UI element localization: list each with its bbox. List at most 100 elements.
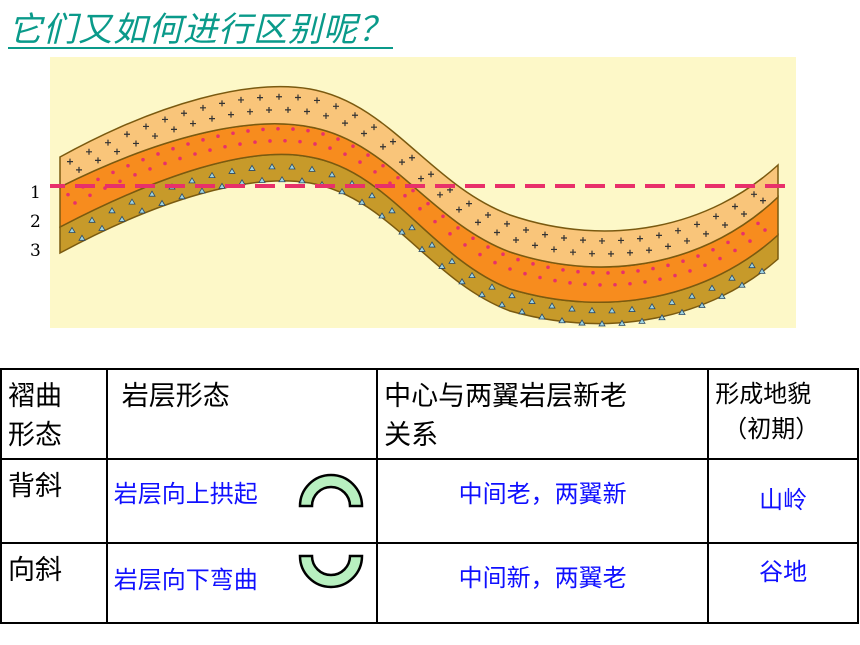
dot-mark — [178, 156, 182, 161]
dot-mark — [118, 179, 122, 184]
plus-mark — [741, 211, 747, 218]
triangle-mark — [338, 188, 346, 195]
triangle-mark — [248, 164, 256, 171]
dot-mark — [441, 214, 445, 219]
dot-mark — [448, 232, 452, 236]
plus-mark — [608, 250, 614, 257]
table-header-row: 褶曲形态 岩层形态 中心与两翼岩层新老关系 形成地貌（初期） — [0, 368, 859, 460]
plus-mark — [675, 227, 681, 234]
plus-mark — [570, 249, 576, 256]
triangle-mark — [698, 301, 706, 308]
plus-mark — [67, 158, 73, 165]
dot-mark — [651, 266, 655, 271]
triangle-mark — [288, 163, 296, 170]
dot-mark — [246, 129, 250, 133]
plus-mark — [390, 138, 396, 145]
plus-mark — [162, 116, 168, 123]
plus-mark — [760, 197, 766, 204]
plus-mark — [703, 230, 709, 237]
plus-mark — [523, 226, 529, 233]
triangle-mark — [668, 298, 676, 305]
plus-mark — [466, 200, 472, 207]
plus-mark — [266, 107, 272, 114]
dot-mark — [261, 127, 265, 132]
triangle-mark — [488, 283, 496, 290]
landform-anticline: 山岭 — [707, 458, 859, 544]
top-layer-plus-marks — [67, 93, 766, 257]
triangle-mark — [208, 171, 216, 178]
triangle-mark — [448, 257, 456, 264]
triangle-mark — [628, 305, 636, 312]
dot-mark — [381, 163, 385, 168]
relation-anticline: 中间老，两翼新 — [376, 458, 710, 544]
triangle-mark — [368, 192, 376, 199]
plus-mark — [589, 250, 595, 257]
dot-mark — [576, 269, 580, 274]
plus-mark — [551, 246, 557, 253]
triangle-mark — [528, 297, 536, 304]
dot-mark — [201, 138, 205, 142]
dot-mark — [403, 193, 407, 198]
triangle-mark — [258, 176, 266, 183]
shape-text: 岩层向下弯曲 — [113, 566, 258, 594]
triangle-mark — [188, 177, 196, 184]
triangle-mark — [218, 182, 226, 189]
dot-mark — [748, 239, 752, 243]
triangle-mark — [548, 302, 556, 309]
plus-mark — [152, 133, 158, 140]
dot-mark — [163, 161, 167, 166]
dot-mark — [711, 248, 715, 252]
layer-top — [59, 86, 779, 268]
dot-mark — [643, 280, 647, 284]
arch-up-icon — [298, 473, 364, 508]
plus-mark — [504, 220, 510, 227]
dot-mark — [538, 275, 542, 280]
triangle-mark — [268, 163, 276, 170]
dot-mark — [148, 167, 152, 171]
dot-mark — [396, 175, 400, 180]
dot-mark — [321, 132, 325, 136]
dot-mark — [598, 283, 602, 287]
dot-mark — [546, 265, 550, 270]
layer-label-3: 3 — [30, 241, 41, 261]
dot-mark — [471, 236, 475, 241]
dot-mark — [726, 240, 730, 245]
plus-mark — [751, 191, 757, 198]
dot-mark — [681, 259, 685, 264]
plus-mark — [295, 94, 301, 101]
dot-mark — [133, 173, 137, 177]
dot-mark — [253, 140, 257, 144]
plus-mark — [361, 130, 367, 137]
plus-mark — [133, 140, 139, 147]
plus-mark — [380, 143, 386, 150]
triangle-mark — [98, 224, 106, 231]
header-layer-shape: 岩层形态 — [105, 368, 379, 460]
fold-type-anticline: 背斜 — [0, 458, 108, 544]
dot-mark — [223, 144, 227, 149]
plus-mark — [238, 96, 244, 103]
triangle-mark — [678, 308, 686, 315]
shape-syncline: 岩层向下弯曲 — [105, 542, 379, 624]
triangle-mark — [278, 175, 286, 183]
dot-mark — [561, 268, 565, 272]
plus-mark — [371, 124, 377, 131]
plus-mark — [200, 104, 206, 111]
plus-mark — [228, 111, 234, 118]
plus-mark — [665, 243, 671, 250]
plus-mark — [532, 242, 538, 249]
plus-mark — [637, 235, 643, 242]
dot-mark — [531, 262, 535, 266]
middle-layer-dots — [66, 126, 767, 287]
dot-mark — [73, 201, 77, 205]
triangle-mark — [608, 307, 616, 314]
triangle-mark — [618, 319, 626, 326]
plus-mark — [580, 237, 586, 244]
dot-mark — [193, 152, 197, 156]
dot-mark — [313, 142, 317, 146]
triangle-mark — [128, 198, 136, 205]
triangle-mark — [578, 319, 586, 326]
triangle-mark — [688, 292, 696, 299]
dot-mark — [718, 256, 722, 261]
triangle-mark — [158, 199, 166, 206]
dot-mark — [703, 263, 707, 268]
